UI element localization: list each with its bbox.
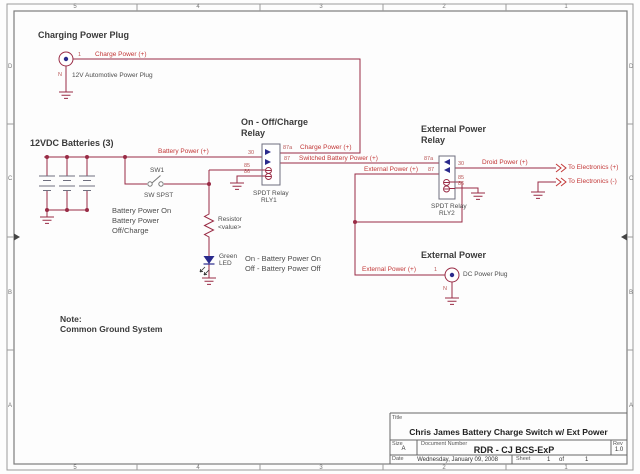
pin-label-rly1-87: 87	[284, 156, 291, 162]
frame-row-label: A	[8, 403, 13, 409]
frame-row-label: B	[8, 290, 13, 296]
frame-row-label: A	[629, 403, 634, 409]
title-block-rev-label: Rev	[613, 441, 623, 447]
frame-col-label: 5	[73, 4, 77, 10]
pin-label-rly2-87: 87	[428, 167, 435, 173]
title-block-sheet-number: 1	[547, 456, 551, 463]
relay-rly2-icon	[438, 155, 456, 200]
label-rly1-ref: RLY1	[261, 197, 277, 204]
dc-plug-icon	[444, 267, 460, 283]
net-label-battery-power: Battery Power (+)	[158, 148, 209, 155]
frame-col-label: 1	[564, 465, 568, 471]
net-label-to-electronics-neg: To Electronics (-)	[568, 178, 617, 185]
battery-icon	[39, 175, 95, 192]
pin-label: 1	[78, 52, 82, 58]
center-marker-left	[14, 233, 20, 241]
title-block-date-label: Date	[392, 456, 404, 462]
frame-col-label: 5	[73, 465, 77, 471]
frame-row-label: D	[8, 64, 13, 70]
frame-col-label: 3	[319, 4, 323, 10]
label-rly1-type: SPDT Relay	[253, 190, 289, 197]
title-block-rev: 1.0	[614, 447, 624, 453]
offpage-connector-icon	[555, 177, 567, 187]
title-block-size-label: Size	[392, 441, 403, 447]
title-block-sheet-of: of	[559, 456, 565, 463]
spst-switch-icon	[147, 175, 164, 187]
frame-col-label: 2	[442, 4, 446, 10]
label-rly2-type: SPDT Relay	[431, 203, 467, 210]
frame-row-label: B	[629, 290, 634, 296]
title-block-date: Wednesday, January 09, 2008	[417, 456, 498, 463]
note-text: Common Ground System	[60, 324, 163, 334]
pin-label: 1	[434, 267, 438, 273]
relay-rly1-icon	[261, 143, 281, 186]
label-sw1-ref: SW1	[150, 167, 165, 174]
title-block-title-label: Title	[392, 415, 403, 421]
annotation-battery-switch-states: Battery Power On Battery Power Off/Charg…	[112, 206, 172, 235]
label-sw1-type: SW SPST	[144, 192, 174, 199]
ground-icon	[530, 191, 546, 199]
ground-icon	[39, 216, 55, 224]
ground-icon	[470, 192, 486, 200]
frame-col-label: 3	[319, 465, 323, 471]
heading-external-relay: External Power Relay	[421, 124, 487, 145]
title-block-size: A	[401, 446, 406, 452]
pin-label-rly2-30: 30	[458, 161, 465, 167]
label-led-color: Green	[219, 253, 238, 260]
title-block-sheet-total: 1	[585, 456, 589, 463]
label-resistor-value: <value>	[218, 224, 242, 231]
title-block-grid	[389, 412, 627, 464]
frame-col-label: 4	[196, 465, 200, 471]
pin-label-rly2-87a: 87a	[424, 156, 434, 162]
automotive-plug-icon	[58, 51, 74, 67]
frame-row-label: D	[629, 64, 634, 70]
ground-icon	[201, 277, 217, 285]
label-automotive-plug: 12V Automotive Power Plug	[72, 72, 153, 79]
frame-col-label: 1	[564, 4, 568, 10]
title-block-title: Chris James Battery Charge Switch w/ Ext…	[409, 427, 608, 437]
ground-icon	[229, 182, 245, 190]
heading-external-power: External Power	[421, 250, 487, 260]
frame-col-label: 2	[442, 465, 446, 471]
net-label-external-power-2: External Power (+)	[362, 266, 417, 273]
pin-label-rly2-85: 85	[458, 175, 465, 181]
label-resistor: Resistor	[218, 216, 242, 223]
frame-row-label: C	[8, 176, 13, 182]
net-label-charge-power-2: Charge Power (+)	[300, 144, 352, 151]
pin-label-rly1-85: 85	[244, 163, 251, 169]
label-rly2-ref: RLY2	[439, 210, 455, 217]
frame-col-label: 4	[196, 4, 200, 10]
label-dc-plug: DC Power Plug	[463, 271, 508, 278]
label-led: LED	[219, 260, 232, 267]
center-marker-right	[621, 233, 627, 241]
pin-label-rly1-87a: 87a	[283, 145, 293, 151]
led-icon	[199, 256, 215, 276]
pin-label: N	[443, 286, 447, 292]
junction-dots	[45, 155, 357, 224]
heading-batteries: 12VDC Batteries (3)	[30, 138, 114, 148]
title-block-sheet-label: Sheet	[516, 456, 531, 462]
ground-icon	[444, 297, 460, 305]
net-label-charge-power: Charge Power (+)	[95, 51, 147, 58]
pin-label-rly1-86: 86	[244, 169, 251, 175]
net-label-external-power: External Power (+)	[364, 166, 419, 173]
net-label-droid-power: Droid Power (+)	[482, 159, 528, 166]
offpage-connector-icon	[555, 163, 567, 173]
title-block-doc-number: RDR - CJ BCS-ExP	[473, 445, 555, 455]
frame-row-label: C	[629, 176, 634, 182]
pin-label-rly1-30: 30	[248, 150, 255, 156]
annotation-led-states: On - Battery Power On Off - Battery Powe…	[245, 254, 321, 273]
net-label-to-electronics-pos: To Electronics (+)	[568, 164, 619, 171]
pin-label-rly2-86: 86	[458, 181, 465, 187]
wires	[44, 58, 556, 298]
heading-onoff-relay: On - Off/Charge Relay	[241, 117, 308, 138]
pin-label: N	[58, 72, 62, 78]
note-label: Note:	[60, 314, 82, 324]
title-block-doc-label: Document Number	[421, 441, 468, 447]
net-label-switched-battery-power: Switched Battery Power (+)	[299, 155, 378, 162]
heading-charging-power-plug: Charging Power Plug	[38, 30, 130, 40]
ground-icon	[58, 91, 74, 99]
